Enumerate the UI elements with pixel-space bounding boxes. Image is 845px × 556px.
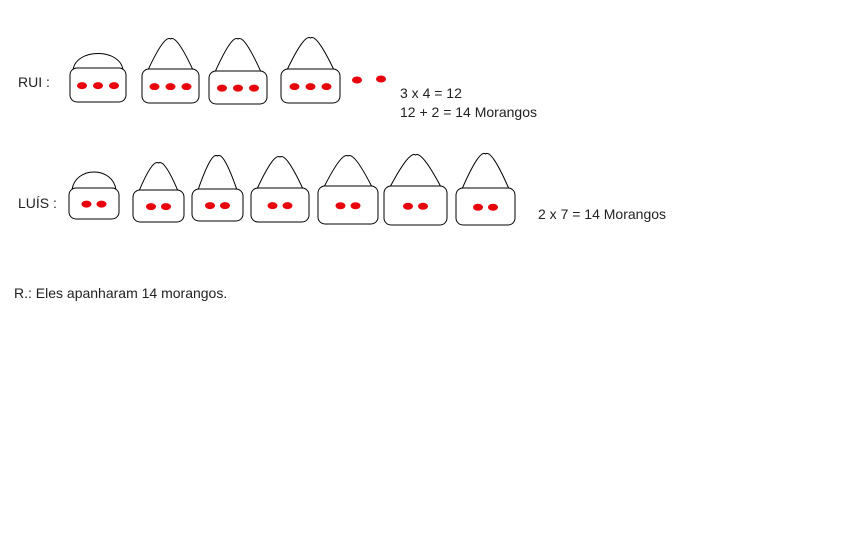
strawberry-1-6-0 xyxy=(473,203,483,211)
strawberry-0-2-0 xyxy=(217,84,227,92)
basket-0-3-handle xyxy=(286,36,335,71)
strawberry-1-2-1 xyxy=(220,202,230,210)
basket-0-0-handle xyxy=(72,53,124,71)
basket-1-6-handle xyxy=(461,152,510,190)
strawberry-1-0-0 xyxy=(81,200,92,208)
strawberry-1-2-0 xyxy=(205,202,215,210)
strawberry-1-5-1 xyxy=(418,202,428,210)
basket-1-3-handle xyxy=(256,155,304,190)
strawberry-0-1-2 xyxy=(181,83,192,91)
luis-label: LUÍS : xyxy=(18,195,57,211)
rui-equation-1: 3 x 4 = 12 xyxy=(400,85,462,101)
strawberry-0-3-2 xyxy=(321,83,332,91)
basket-1-1-handle xyxy=(138,162,179,192)
strawberry-1-5-0 xyxy=(403,202,413,210)
strawberry-0-1-1 xyxy=(165,83,176,91)
basket-1-1-body xyxy=(132,189,185,223)
luis-equation: 2 x 7 = 14 Morangos xyxy=(538,206,667,222)
basket-1-3-body xyxy=(250,187,310,223)
strawberry-0-2-1 xyxy=(233,84,243,92)
strawberry-1-4-1 xyxy=(350,202,361,210)
strawberry-1-1-0 xyxy=(146,203,156,211)
basket-1-5-body xyxy=(383,185,448,226)
basket-1-0-handle xyxy=(71,171,117,191)
strawberry-0-0-0 xyxy=(77,82,87,90)
basket-1-6-body xyxy=(455,187,516,226)
strawberry-0-2-2 xyxy=(249,84,259,92)
basket-0-2-handle xyxy=(214,37,262,73)
strawberry-0-0-1 xyxy=(93,82,103,90)
loose-strawberry-0-0 xyxy=(352,76,362,84)
strawberry-1-3-0 xyxy=(267,202,278,210)
basket-1-4-handle xyxy=(323,155,373,188)
rui-label: RUI : xyxy=(18,74,50,90)
basket-0-1-handle xyxy=(147,38,194,71)
strawberry-1-4-0 xyxy=(335,202,346,210)
strawberry-1-0-1 xyxy=(96,200,107,208)
basket-1-5-handle xyxy=(389,154,442,188)
basket-1-0-body xyxy=(68,187,120,220)
strawberry-0-0-2 xyxy=(109,82,119,90)
answer-text: R.: Eles apanharam 14 morangos. xyxy=(14,285,228,301)
basket-1-2-body xyxy=(191,188,244,222)
strawberry-0-3-1 xyxy=(305,83,316,91)
strawberry-0-1-0 xyxy=(149,83,160,91)
rui-equation-2: 12 + 2 = 14 Morangos xyxy=(400,104,537,120)
basket-1-4-body xyxy=(317,185,379,225)
strawberry-1-1-1 xyxy=(161,203,171,211)
strawberry-1-3-1 xyxy=(282,202,293,210)
strawberry-1-6-1 xyxy=(488,203,498,211)
strawberry-0-3-0 xyxy=(289,83,300,91)
basket-1-2-handle xyxy=(197,154,238,191)
loose-strawberry-0-1 xyxy=(376,75,386,83)
